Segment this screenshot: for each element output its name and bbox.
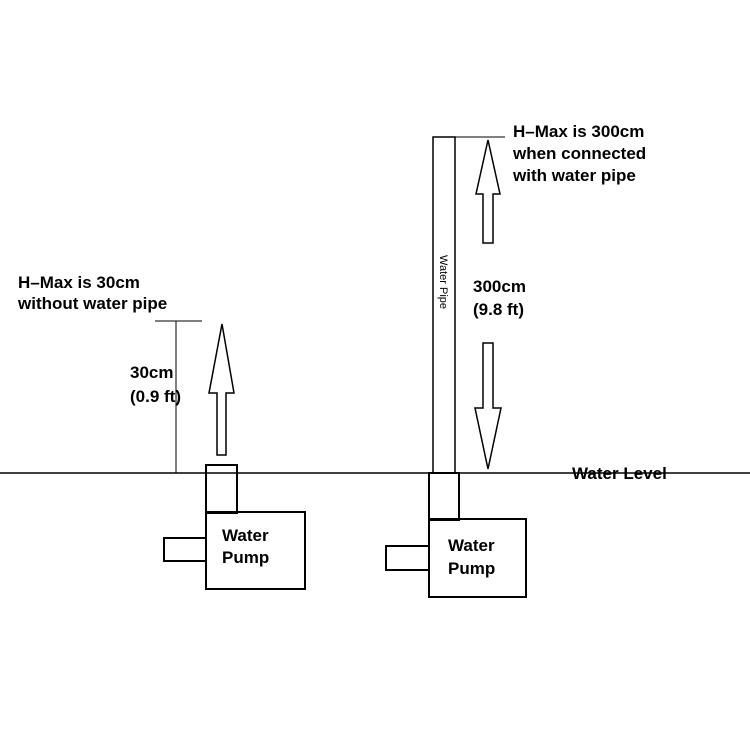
right-pump-outlet (428, 472, 460, 521)
right-pump-label-line1: Water (448, 536, 495, 555)
right-pump-body (428, 518, 527, 598)
left-pump-label-line1: Water (222, 526, 269, 545)
right-height-ft: (9.8 ft) (473, 300, 524, 319)
water-level-label: Water Level (572, 464, 667, 483)
left-height-value: 30cm (130, 363, 173, 382)
right-height-value: 300cm (473, 277, 526, 296)
right-hmax-line3: with water pipe (512, 166, 636, 185)
left-pump-label-line2: Pump (222, 548, 269, 567)
right-pump-inlet (385, 545, 430, 571)
right-pump-label-line2: Pump (448, 559, 495, 578)
right-setup: H–Max is 300cm when connected with water… (385, 122, 646, 598)
left-pump-inlet (163, 537, 207, 562)
right-hmax-line1: H–Max is 300cm (513, 122, 644, 141)
left-up-arrow-icon (208, 323, 235, 456)
left-pump-outlet (205, 464, 238, 514)
right-hmax-line2: when connected (512, 144, 646, 163)
left-hmax-line2: without water pipe (17, 294, 167, 313)
left-height-ft: (0.9 ft) (130, 387, 181, 406)
left-hmax-line1: H–Max is 30cm (18, 273, 140, 292)
right-up-arrow-icon (475, 139, 501, 244)
left-setup: H–Max is 30cm without water pipe 30cm (0… (17, 273, 306, 590)
right-down-arrow-icon (474, 342, 502, 470)
water-pipe-label: Water Pipe (437, 255, 449, 309)
